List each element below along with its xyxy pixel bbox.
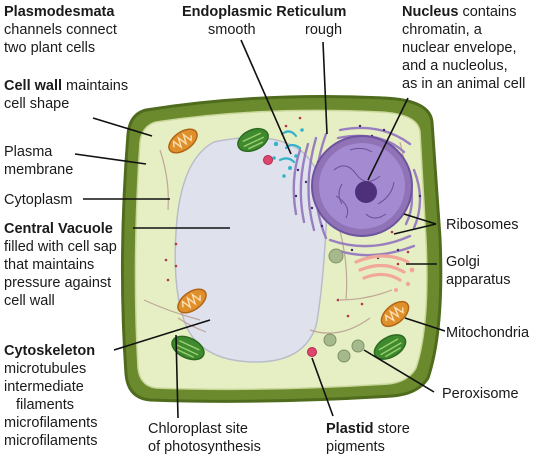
smooth-endoplasmic-reticulum — [272, 128, 304, 178]
er-label: Endoplasmic Reticulum — [182, 4, 346, 20]
chloroplast — [171, 335, 205, 361]
plastids — [263, 155, 317, 357]
central-vacuole-label: Central Vacuole filled with cell sap tha… — [4, 221, 121, 309]
plasmodesmata-label: Plasmodesmata channels connect two plant… — [4, 4, 121, 56]
mitochondrion — [380, 300, 410, 328]
nucleus — [311, 135, 413, 237]
mitochondria-label: Mitochondria — [446, 325, 530, 341]
cytoskeleton-label: Cytoskeleton microtubules intermediate f… — [4, 343, 102, 449]
nucleolus — [355, 181, 377, 203]
ribosomes-label: Ribosomes — [446, 217, 519, 233]
free-ribosomes — [164, 116, 410, 318]
smooth-er-label: smooth — [208, 22, 256, 38]
peroxisome-label: Peroxisome — [442, 386, 519, 402]
chloroplasts — [171, 127, 407, 361]
cytoplasm-label: Cytoplasm — [4, 192, 73, 208]
plasma-membrane-label: Plasma membrane — [4, 144, 73, 178]
chromatin — [333, 147, 395, 219]
chloroplast — [373, 334, 407, 360]
label-pointers — [74, 39, 446, 419]
golgi-label: Golgi apparatus — [446, 254, 511, 288]
peroxisomes — [323, 248, 365, 363]
chloroplast-label: Chloroplast site of photosynthesis — [148, 421, 261, 455]
chloroplast — [237, 127, 269, 153]
er-ribosomes — [294, 124, 422, 260]
mitochondrion — [177, 288, 207, 314]
mitochondria — [168, 128, 410, 328]
central-vacuole — [174, 136, 328, 363]
rough-endoplasmic-reticulum — [292, 126, 422, 257]
plastid-label: Plastid store pigments — [326, 421, 414, 455]
cell-wall-label: Cell wall maintains cell shape — [4, 78, 132, 112]
golgi-apparatus — [354, 254, 415, 292]
mitochondrion — [168, 128, 198, 154]
nucleus-label: Nucleus contains chromatin, a nuclear en… — [402, 4, 525, 92]
rough-er-label: rough — [305, 22, 342, 38]
